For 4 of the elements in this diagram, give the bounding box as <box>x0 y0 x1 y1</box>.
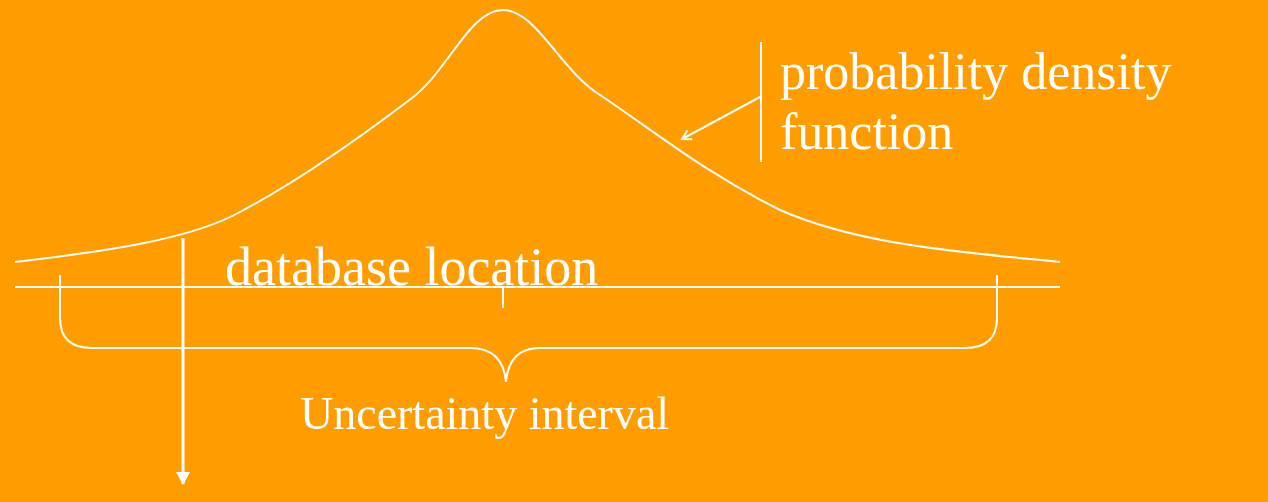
leader-line <box>681 96 761 141</box>
callout-text: probability density function <box>760 42 1268 162</box>
location-label: database location <box>225 236 599 299</box>
interval-label: Uncertainty interval <box>300 388 670 441</box>
